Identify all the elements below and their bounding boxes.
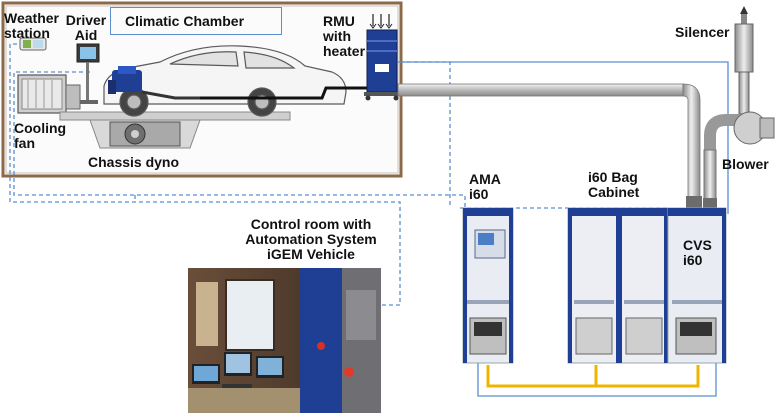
engine-hoses-icon xyxy=(108,66,200,100)
car-icon xyxy=(103,45,347,117)
ama-cabinet xyxy=(462,207,514,364)
driver-aid-icon xyxy=(76,43,100,104)
bag-cabinet-label: i60 Bag Cabinet xyxy=(588,169,640,200)
silencer-label: Silencer xyxy=(675,24,730,40)
cooling-fan-icon xyxy=(17,74,81,114)
bag-cabinet xyxy=(567,207,669,364)
rmu-icon xyxy=(364,14,400,101)
cvs-label: CVS i60 xyxy=(683,237,712,268)
control-room-label: Control room with Automation System iGEM… xyxy=(245,216,377,262)
control-room-photo xyxy=(188,268,381,413)
cable-blue xyxy=(477,363,717,397)
rmu-label: RMU with heater xyxy=(323,13,366,59)
silencer-icon xyxy=(734,6,754,115)
blower-label: Blower xyxy=(722,156,769,172)
climatic-chamber-title-box: Climatic Chamber xyxy=(110,7,282,35)
ama-label: AMA i60 xyxy=(469,171,501,202)
weather-station-icon xyxy=(19,37,47,51)
chassis-dyno-icon xyxy=(59,111,291,149)
cvs-link-line xyxy=(398,61,729,214)
cvs-cabinet xyxy=(667,207,727,364)
climatic-chamber-label: Climatic Chamber xyxy=(125,13,245,29)
chassis-dyno-label: Chassis dyno xyxy=(88,154,180,170)
exhaust-pipe xyxy=(397,83,702,208)
cooling-fan-label: Cooling fan xyxy=(14,120,67,151)
weather-station-label: Weather station xyxy=(4,10,59,41)
exhaust-hose xyxy=(200,86,368,100)
cable-yellow xyxy=(486,365,700,388)
blower-icon xyxy=(703,111,775,208)
driver-aid-label: Driver Aid xyxy=(65,12,107,43)
